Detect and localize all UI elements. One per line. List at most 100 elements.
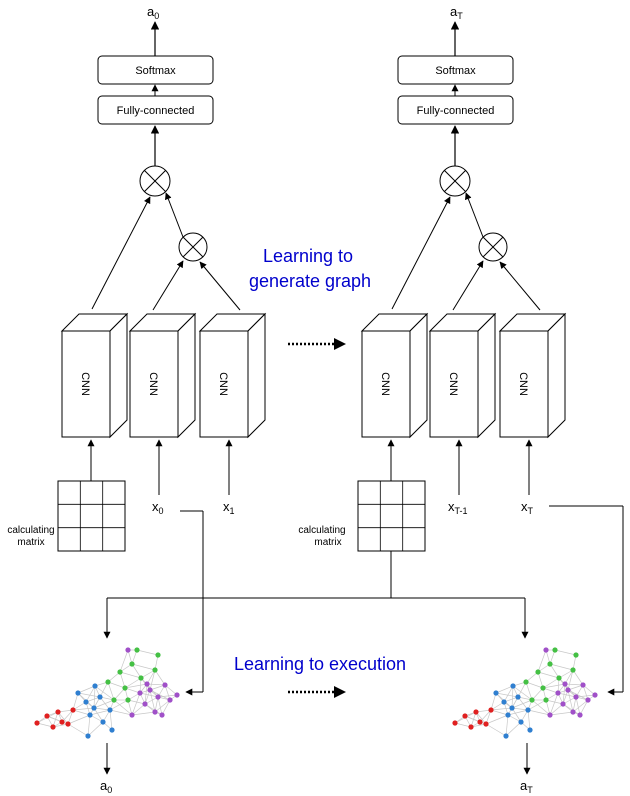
graph-network-icon (452, 647, 598, 739)
graph-edge (139, 692, 159, 698)
graph-edge (119, 649, 129, 673)
graph-node (562, 681, 568, 687)
right-output-label: aT (450, 4, 463, 21)
graph-edge (124, 687, 141, 694)
graph-node (543, 697, 549, 703)
generate-graph-title-line1: Learning to (263, 246, 353, 266)
graph-node (547, 661, 553, 667)
graph-edge (537, 671, 544, 689)
graph-edge (511, 707, 529, 711)
graph-node (501, 699, 507, 705)
graph-edge (131, 703, 146, 716)
graph-node (573, 652, 579, 658)
graph-edge (549, 692, 559, 716)
graph-node (75, 690, 81, 696)
graph-edge (537, 671, 560, 679)
right-fc-label: Fully-connected (417, 105, 495, 117)
graph-node (155, 694, 161, 700)
dotted-arrow-icon (288, 686, 346, 698)
graph-edge (146, 683, 166, 686)
graph-edge (119, 671, 142, 679)
graph-node (55, 709, 61, 715)
graph-edge (475, 711, 487, 725)
left-input-x0-label: x0 (152, 499, 164, 516)
graph-node (515, 694, 521, 700)
grid-matrix-icon (57, 480, 126, 552)
graph-edge (72, 709, 91, 716)
graph-edge (490, 692, 497, 711)
graph-edge (549, 663, 574, 671)
graph-node (155, 652, 161, 658)
left-cnn2-to-mult2-arrow (152, 260, 184, 311)
graph-node (555, 690, 561, 696)
left-fc-label: Fully-connected (117, 105, 195, 117)
cnn-label: CNN (379, 372, 391, 396)
graph-node (138, 675, 144, 681)
left-output-label: a0 (147, 4, 159, 21)
graph-edge (495, 685, 514, 694)
left-fc-box: Fully-connected (97, 95, 214, 125)
cnn-label: CNN (217, 372, 229, 396)
graph-edge (582, 684, 589, 701)
right-cnn1-to-mult1-arrow (391, 196, 451, 310)
graph-node (505, 712, 511, 718)
graph-node (129, 661, 135, 667)
multiply-circle-icon (478, 232, 508, 262)
graph-node (144, 681, 150, 687)
graph-edge (454, 722, 472, 728)
graph-edge (93, 685, 96, 709)
graph-edge (36, 722, 54, 728)
graph-edge (85, 685, 96, 703)
left-cnn-block-3: CNN (198, 312, 267, 439)
graph-edge (490, 707, 513, 711)
graph-node (570, 667, 576, 673)
graph-edge (527, 699, 547, 711)
graph-node (152, 667, 158, 673)
graph-edge (575, 696, 581, 716)
graph-edge (470, 711, 477, 728)
graph-edge (77, 685, 96, 694)
graph-node (117, 669, 123, 675)
graph-network-icon (34, 647, 180, 739)
graph-edge (77, 692, 101, 698)
graph-edge (517, 681, 527, 698)
graph-edge (140, 669, 156, 679)
graph-node (556, 675, 562, 681)
graph-edge (154, 699, 171, 713)
graph-edge (567, 684, 584, 691)
graph-edge (527, 709, 531, 731)
right-cnn-block-1: CNN (360, 312, 429, 439)
graph-node (152, 709, 158, 715)
graph-edge (575, 694, 596, 698)
graph-edge (505, 721, 522, 737)
left-cnn1-to-mult1-arrow (91, 196, 151, 310)
graph-edge (567, 669, 574, 691)
graph-edge (57, 711, 69, 725)
graph-edge (564, 669, 574, 685)
graph-edge (531, 687, 544, 701)
graph-edge (94, 685, 115, 701)
graph-edge (542, 683, 566, 689)
graph-edge (164, 684, 171, 701)
graph-edge (89, 709, 111, 716)
graph-node (573, 694, 579, 700)
graph-node (129, 712, 135, 718)
graph-node (83, 699, 89, 705)
graph-edge (131, 663, 156, 671)
graph-node (452, 720, 458, 726)
graph-node (44, 713, 50, 719)
graph-node (509, 705, 515, 711)
graph-edge (525, 681, 544, 689)
xt-to-right-graph-connector (549, 505, 624, 696)
graph-node (518, 719, 524, 725)
graph-node (527, 727, 533, 733)
graph-edge (542, 677, 560, 689)
graph-edge (549, 711, 574, 716)
graph-node (159, 712, 165, 718)
graph-edge (490, 709, 509, 716)
matrix-to-graphs-connector (103, 551, 529, 639)
graph-edge (485, 714, 509, 725)
left-calc-label-line2: matrix (17, 537, 44, 548)
graph-edge (579, 699, 589, 716)
